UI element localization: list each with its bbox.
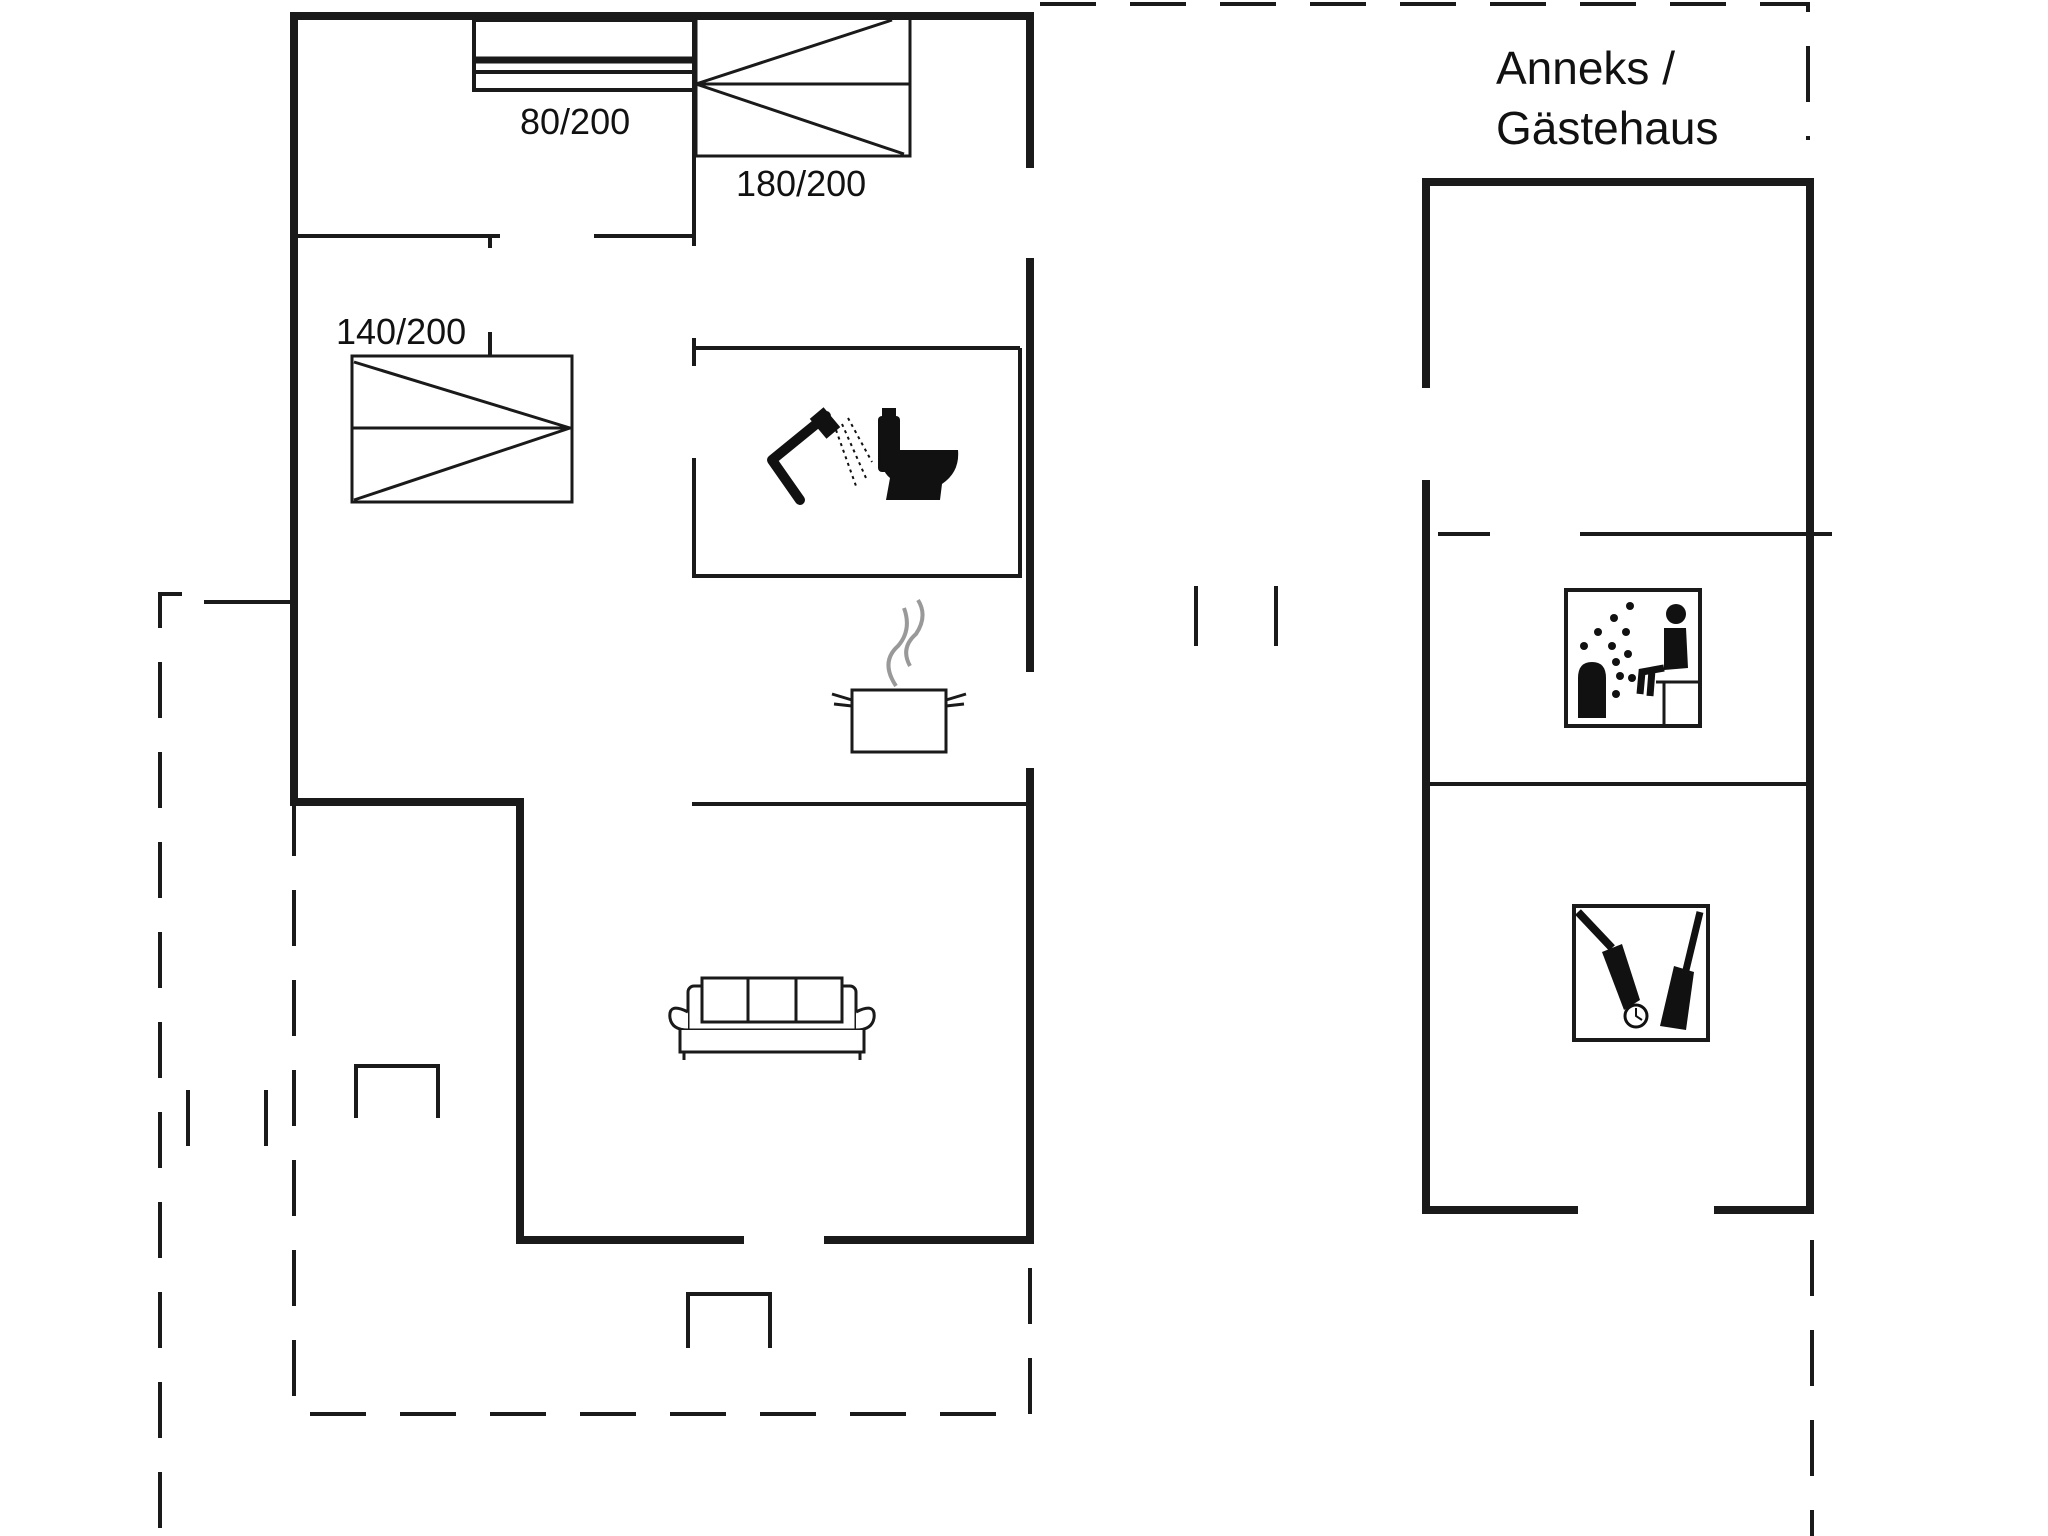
bed-single-label: 80/200	[520, 101, 630, 142]
bed-double-left	[350, 354, 574, 504]
annex-interior-walls	[1430, 532, 1832, 786]
main-house-exterior-walls	[290, 12, 1034, 1244]
bed-double-left-label: 140/200	[336, 311, 466, 352]
annex-label-line1: Anneks /	[1496, 42, 1675, 94]
annex-label-line2: Gästehaus	[1496, 102, 1718, 154]
sofa-icon	[668, 976, 876, 1060]
toilet-icon	[878, 408, 959, 500]
annex-walls	[1422, 178, 1814, 1214]
step-marks	[186, 586, 1278, 1348]
terrace-outlines	[158, 2, 1814, 1536]
sauna-icon	[1564, 588, 1702, 728]
bed-double-top-label: 180/200	[736, 163, 866, 204]
bed-double-top	[694, 16, 912, 158]
utility-room-icon	[1572, 904, 1710, 1042]
cooking-pot-icon	[831, 598, 967, 754]
shower-icon	[767, 407, 873, 505]
bed-single	[472, 18, 696, 92]
main-house-interior-walls	[204, 16, 1030, 806]
